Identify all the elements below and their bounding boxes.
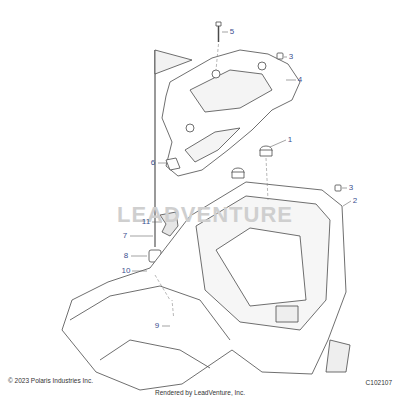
- leader-line: [132, 271, 147, 272]
- rear-fender: [62, 182, 346, 390]
- screw-head: [216, 22, 221, 26]
- callout-number: 7: [123, 232, 127, 240]
- callout-number: 10: [122, 267, 131, 275]
- callout-number: 6: [151, 159, 155, 167]
- assembly-line: [155, 275, 170, 300]
- rack-recess: [185, 128, 240, 162]
- callout-number: 2: [353, 197, 357, 205]
- leader-line: [342, 188, 347, 189]
- leader-line: [343, 201, 351, 206]
- flag: [155, 50, 192, 74]
- grommet-body: [260, 150, 272, 156]
- leader-line: [162, 326, 170, 327]
- callout-number: 3: [289, 53, 293, 61]
- screw-shank: [218, 26, 220, 42]
- leader-line: [284, 57, 287, 58]
- leader-line: [158, 163, 166, 164]
- callout-number: 3: [349, 184, 353, 192]
- callout-number: 1: [288, 136, 292, 144]
- screw: [277, 53, 283, 59]
- rear-rack: [162, 50, 300, 176]
- callout-number: 8: [124, 252, 128, 260]
- fender-floor: [216, 228, 306, 306]
- rack-hole: [258, 62, 266, 70]
- fender-reflector: [326, 340, 350, 372]
- callout-number: 4: [298, 76, 302, 84]
- screw: [335, 185, 341, 191]
- callout-number: 5: [230, 28, 234, 36]
- fender-crease: [100, 340, 210, 368]
- rack-tab: [166, 158, 180, 170]
- fender-plate: [276, 306, 298, 322]
- credit-note: Rendered by LeadVenture, Inc.: [155, 390, 245, 397]
- rack-hole: [212, 70, 220, 78]
- grommet-body: [232, 172, 244, 178]
- assembly-line: [216, 44, 219, 70]
- leader-line: [131, 256, 147, 257]
- assembly-line: [266, 158, 268, 200]
- leader-line: [130, 236, 153, 237]
- assembly-line: [172, 300, 174, 316]
- callout-number: 9: [155, 322, 159, 330]
- leader-line: [286, 80, 296, 81]
- copyright-note: © 2023 Polaris Industries Inc.: [8, 378, 93, 385]
- callout-number: 11: [142, 218, 150, 226]
- fender-crease: [70, 286, 230, 340]
- rack-opening: [190, 70, 272, 112]
- figure-code: C102107: [366, 380, 392, 387]
- leader-line: [222, 32, 228, 33]
- leader-line: [270, 140, 286, 147]
- rack-hole: [186, 124, 194, 132]
